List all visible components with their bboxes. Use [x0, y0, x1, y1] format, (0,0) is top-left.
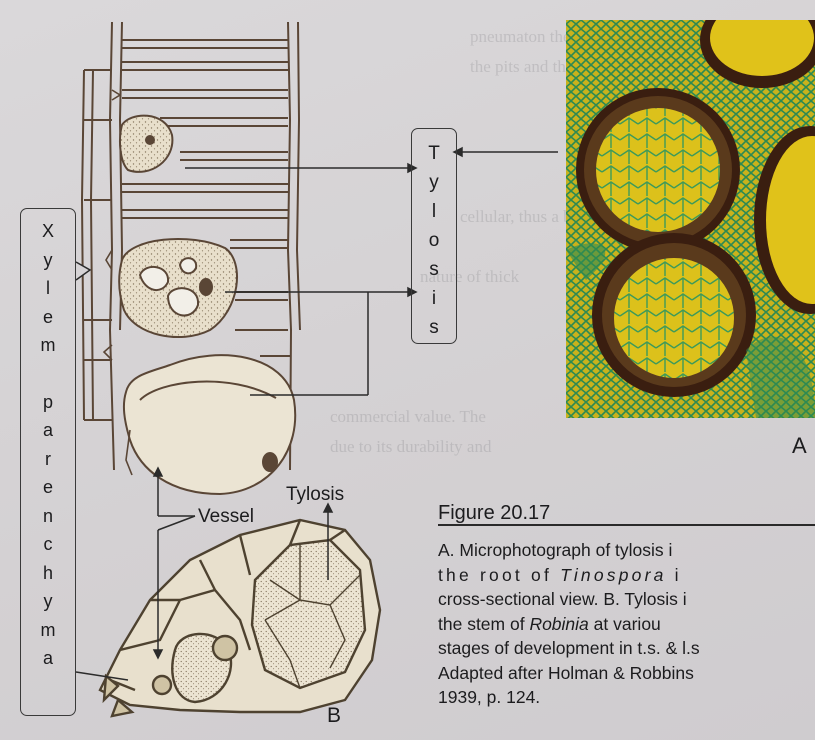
- caption-line: stages of development in t.s. & l.s: [438, 636, 815, 661]
- label-letter: i: [432, 284, 436, 313]
- label-letter: p: [43, 388, 53, 417]
- microphotograph-image: [566, 20, 815, 418]
- caption-line: Adapted after Holman & Robbins: [438, 661, 815, 686]
- genus-name: Robinia: [529, 614, 588, 634]
- tylosis-mature: [124, 355, 295, 494]
- xylem-parenchyma-label: X y l e m p a r e n c h y m a: [20, 208, 76, 716]
- caption-rule: [438, 524, 815, 526]
- label-letter: o: [429, 226, 440, 255]
- label-letter: l: [432, 197, 436, 226]
- vessel-cell-lower: [592, 233, 756, 397]
- label-letter: m: [41, 616, 56, 645]
- microphotograph: [566, 20, 815, 418]
- figure-title: Figure 20.17: [438, 502, 550, 525]
- figure-caption: A. Microphotograph of tylosis i the root…: [438, 538, 815, 710]
- panel-a-letter: A: [792, 433, 807, 459]
- label-letter: y: [429, 168, 439, 197]
- label-letter: y: [44, 246, 53, 275]
- caption-line: 1939, p. 124.: [438, 685, 815, 710]
- label-letter: e: [43, 303, 53, 332]
- tylosis-label: Tylosis: [286, 484, 344, 506]
- vessel-label: Vessel: [198, 506, 254, 528]
- caption-line: the stem of Robinia at variou: [438, 612, 815, 637]
- label-letter: m: [41, 331, 56, 360]
- label-letter: T: [428, 139, 440, 168]
- vessel-cell-upper-left: [576, 88, 740, 252]
- panel-b-letter: B: [327, 704, 341, 728]
- tylosis-early: [120, 116, 172, 172]
- label-letter: a: [43, 416, 53, 445]
- label-letter: l: [46, 274, 50, 303]
- caption-line: the root of Tinospora i: [438, 563, 815, 588]
- caption-line: cross-sectional view. B. Tylosis i: [438, 587, 815, 612]
- tylosis-box-label: T y l o s i s: [411, 128, 457, 344]
- label-letter: X: [42, 217, 54, 246]
- label-letter: s: [429, 313, 439, 342]
- label-letter: s: [429, 255, 439, 284]
- tylosis-middle: [119, 239, 237, 337]
- label-letter: r: [45, 445, 51, 474]
- cross-section-drawing: [100, 520, 380, 716]
- caption-line: A. Microphotograph of tylosis i: [438, 538, 815, 563]
- label-letter: n: [43, 502, 53, 531]
- label-letter: e: [43, 473, 53, 502]
- label-letter: c: [44, 530, 53, 559]
- genus-name: Tinospora: [560, 565, 666, 585]
- label-letter: y: [44, 587, 53, 616]
- label-letter: a: [43, 644, 53, 673]
- label-letter: h: [43, 559, 53, 588]
